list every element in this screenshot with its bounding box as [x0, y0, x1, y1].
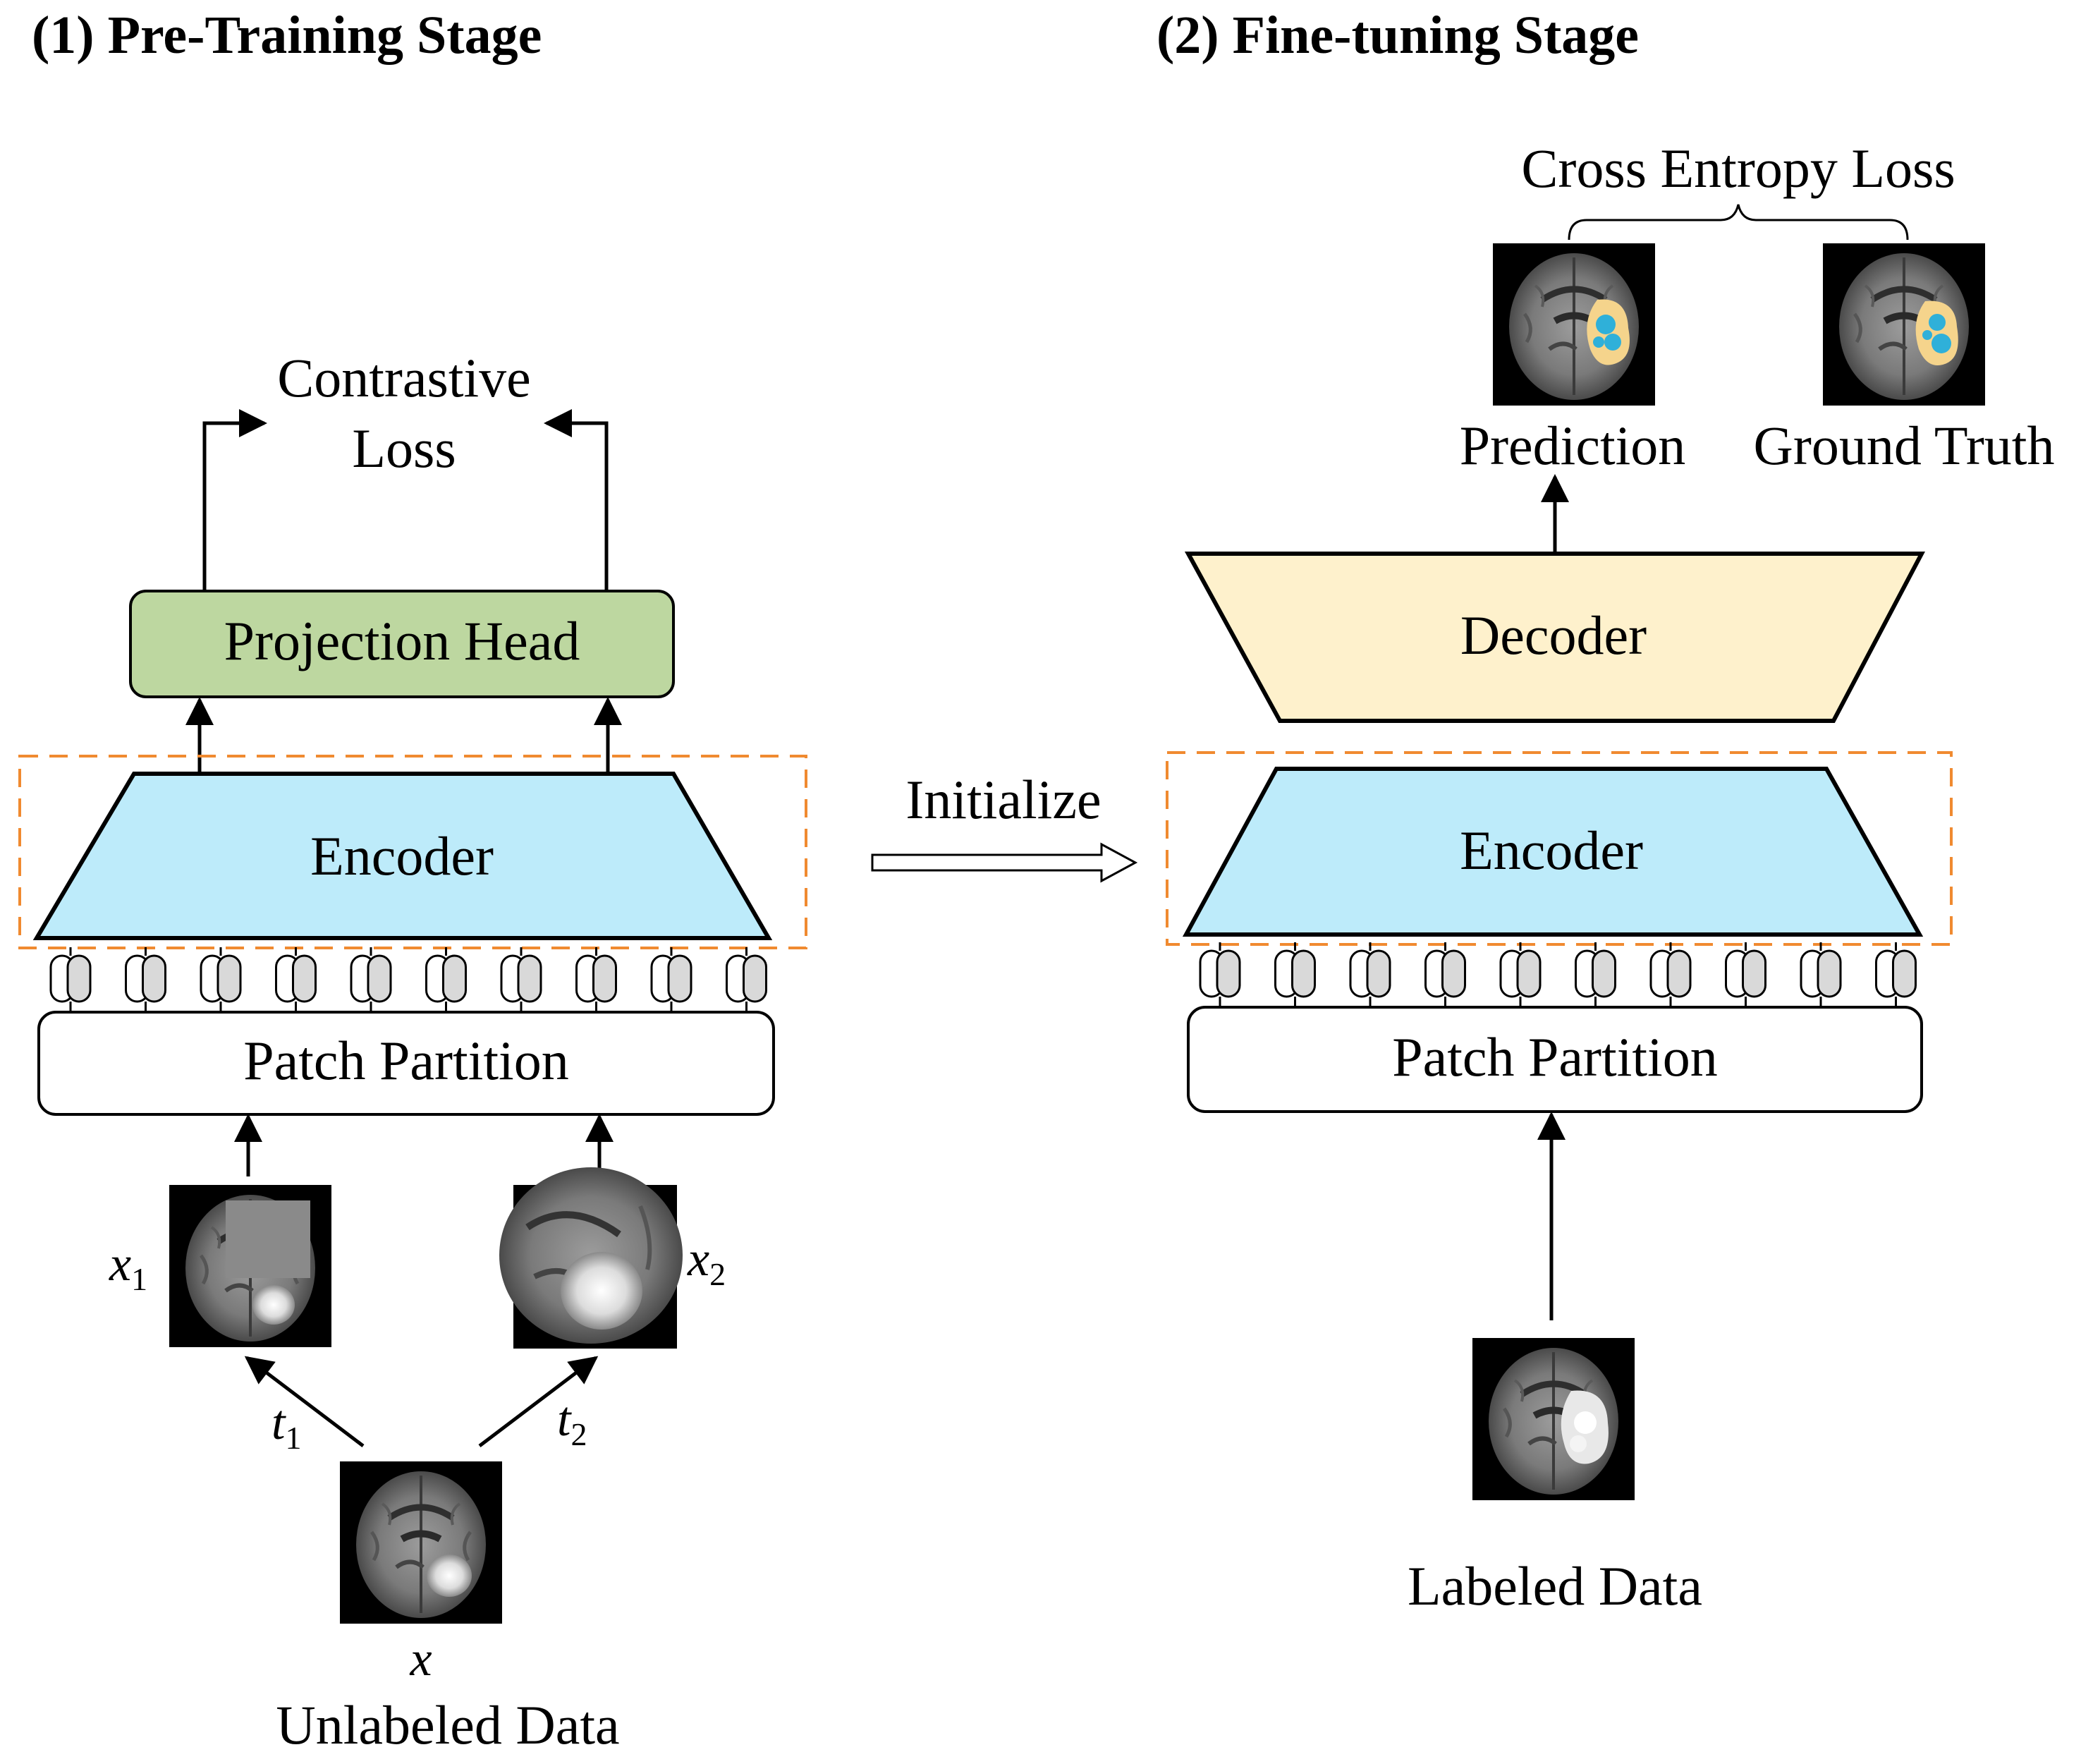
initialize-label: Initialize	[905, 769, 1101, 830]
token-pair	[1274, 942, 1316, 1006]
finetune-token-row	[1199, 942, 1917, 1006]
t1-augmentation-arrow	[244, 1356, 365, 1447]
token-capsule	[292, 954, 317, 1003]
pretrain-encoder-dashed-box	[18, 755, 807, 949]
token-pair	[275, 947, 317, 1011]
token-capsule	[1892, 949, 1917, 998]
x2-label: x2	[687, 1232, 726, 1292]
token-pair	[726, 947, 767, 1011]
projection-head-label: Projection Head	[224, 610, 580, 671]
finetune-encoder-label: Encoder	[1460, 820, 1643, 881]
token-pair	[1499, 942, 1542, 1006]
ground-truth-label: Ground Truth	[1754, 415, 2055, 476]
prediction-label: Prediction	[1460, 415, 1686, 476]
finetune-patch-partition-label: Patch Partition	[1392, 1026, 1717, 1088]
pretrain-patch-partition-box	[37, 1011, 775, 1116]
contrastive-loss-label-line1: Contrastive	[277, 347, 531, 408]
token-pair	[500, 947, 542, 1011]
decoder-label: Decoder	[1460, 604, 1647, 666]
token-capsule	[1666, 949, 1692, 998]
t2-label: t2	[557, 1392, 587, 1452]
token-capsule	[1516, 949, 1542, 998]
augmented-image-x1	[169, 1185, 331, 1347]
unlabeled-input-image	[340, 1461, 502, 1624]
token-capsule	[1291, 949, 1316, 998]
token-pair	[575, 947, 617, 1011]
token-capsule	[743, 954, 767, 1003]
token-capsule	[1742, 949, 1766, 998]
token-capsule	[216, 954, 242, 1003]
token-pair	[1575, 942, 1616, 1006]
token-pair	[425, 947, 467, 1011]
finetuning-stage-title: (2) Fine-tuning Stage	[1157, 6, 1639, 65]
projection-head-box	[129, 590, 675, 698]
token-pair	[200, 947, 242, 1011]
token-pair	[1199, 942, 1241, 1006]
pretrain-token-row	[49, 947, 767, 1011]
decoder-trapezoid	[1184, 552, 1925, 723]
pretrain-patch-partition-label: Patch Partition	[243, 1030, 568, 1091]
x1-label: x1	[109, 1237, 147, 1297]
token-capsule	[592, 954, 617, 1003]
token-pair	[350, 947, 392, 1011]
pretraining-stage-title: (1) Pre-Training Stage	[32, 6, 542, 65]
cross-entropy-brace	[1568, 204, 1909, 241]
token-capsule	[367, 954, 392, 1003]
token-capsule	[1592, 949, 1616, 998]
left-contrastive-arrow	[202, 409, 267, 591]
token-pair	[1424, 942, 1466, 1006]
token-pair	[1649, 942, 1692, 1006]
contrastive-loss-label-line2: Loss	[352, 418, 456, 479]
token-pair	[49, 947, 92, 1011]
finetune-encoder-trapezoid	[1182, 767, 1924, 937]
token-capsule	[1817, 949, 1842, 998]
token-capsule	[517, 954, 542, 1003]
prediction-image	[1493, 243, 1655, 406]
token-capsule	[1441, 949, 1466, 998]
t1-label: t1	[271, 1396, 301, 1456]
token-capsule	[442, 954, 467, 1003]
x-label: x	[409, 1632, 432, 1686]
t2-augmentation-arrow	[478, 1356, 599, 1447]
token-pair	[125, 947, 166, 1011]
labeled-input-image	[1472, 1338, 1635, 1500]
cross-entropy-loss-label: Cross Entropy Loss	[1521, 138, 1955, 199]
token-capsule	[667, 954, 692, 1003]
token-pair	[1725, 942, 1766, 1006]
pretrain-encoder-trapezoid	[32, 772, 773, 940]
token-capsule	[66, 954, 92, 1003]
finetune-encoder-dashed-box	[1166, 751, 1953, 946]
token-pair	[650, 947, 692, 1011]
initialize-hollow-arrow	[871, 842, 1138, 883]
labeled-data-label: Labeled Data	[1408, 1555, 1702, 1617]
right-contrastive-arrow	[544, 409, 609, 591]
token-pair	[1800, 942, 1842, 1006]
token-pair	[1875, 942, 1917, 1006]
unlabeled-data-label: Unlabeled Data	[276, 1694, 619, 1756]
augmented-image-x2	[499, 1167, 683, 1349]
ground-truth-image	[1823, 243, 1985, 406]
pretrain-encoder-label: Encoder	[310, 825, 494, 887]
token-capsule	[1366, 949, 1391, 998]
token-capsule	[142, 954, 166, 1003]
token-capsule	[1216, 949, 1241, 998]
token-pair	[1349, 942, 1391, 1006]
